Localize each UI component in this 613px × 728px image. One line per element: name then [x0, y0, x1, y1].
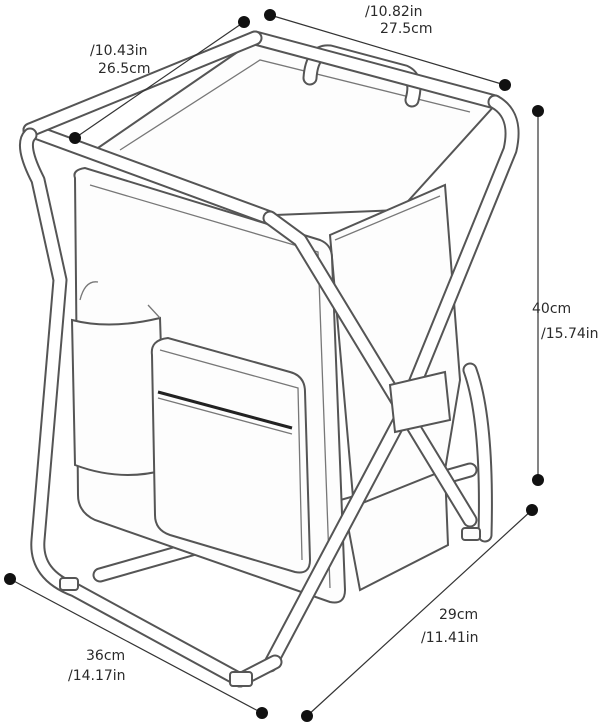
stool-frame-front: [18, 30, 520, 688]
cooler-bag: [70, 38, 497, 604]
dimension-top-depth: /10.43in 26.5cm: [69, 16, 250, 144]
pocket-zipper: [157, 390, 293, 430]
base-depth-in-label: /11.41in: [421, 630, 479, 646]
front-zipper-pocket: [150, 336, 312, 574]
dimension-top-width: /10.82in 27.5cm: [264, 4, 511, 91]
foot-pad: [59, 577, 79, 591]
top-depth-in-label: /10.43in: [90, 43, 148, 59]
base-width-in-label: /14.17in: [68, 668, 126, 684]
base-width-cm-label: 36cm: [86, 648, 125, 664]
dimension-height: 40cm /15.74in: [532, 105, 599, 486]
height-cm-label: 40cm: [532, 301, 571, 317]
foot-pad: [229, 671, 253, 687]
leg-strap: [388, 370, 452, 434]
top-width-in-label: /10.82in: [365, 4, 423, 20]
base-depth-cm-label: 29cm: [439, 607, 478, 623]
side-mesh-pocket: [70, 316, 167, 476]
height-in-label: /15.74in: [541, 326, 599, 342]
top-width-cm-label: 27.5cm: [380, 21, 433, 37]
foot-pad: [461, 527, 481, 541]
dimension-base-width: 36cm /14.17in: [4, 573, 268, 719]
top-depth-cm-label: 26.5cm: [98, 61, 151, 77]
bag-bottom: [343, 468, 450, 592]
dimension-base-depth: 29cm /11.41in: [301, 504, 538, 722]
